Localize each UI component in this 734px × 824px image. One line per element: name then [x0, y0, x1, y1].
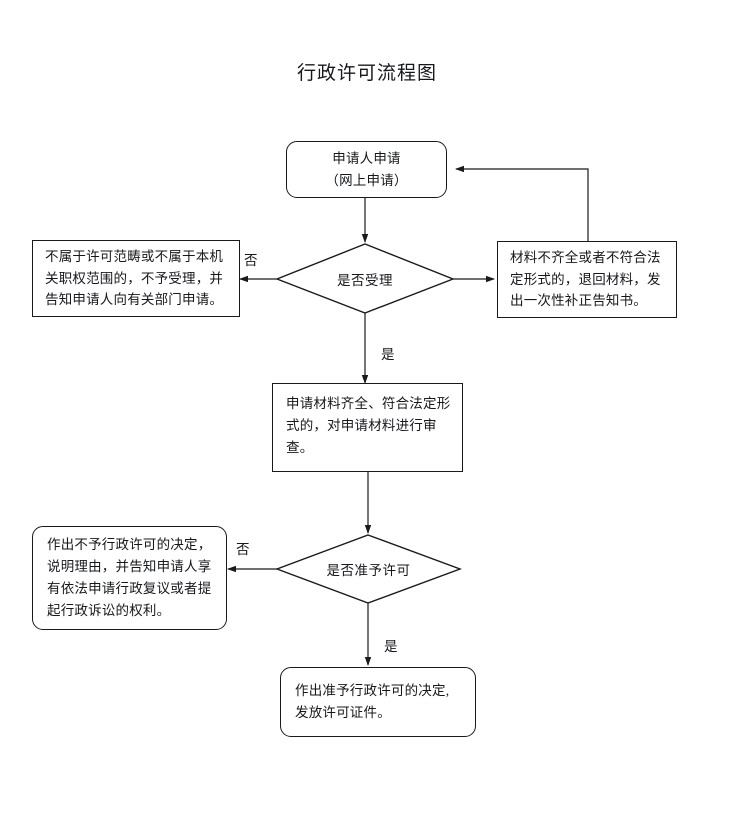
decision-permit: 是否准予许可 — [277, 535, 460, 603]
node-return-materials-text: 材料不齐全或者不符合法定形式的，退回材料，发出一次性补正告知书。 — [510, 249, 661, 309]
node-return-materials: 材料不齐全或者不符合法定形式的，退回材料，发出一次性补正告知书。 — [497, 241, 677, 318]
node-deny-decision: 作出不予行政许可的决定，说明理由，并告知申请人享有依法申请行政复议或者提起行政诉… — [32, 526, 227, 630]
edge-return-to-apply — [455, 165, 589, 241]
node-reject-out-of-scope: 不属于许可范畴或不属于本机关职权范围的，不予受理，并告知申请人向有关部门申请。 — [32, 240, 240, 317]
edge-label-permit-no: 否 — [236, 542, 250, 557]
edge-label-accept-no: 否 — [244, 253, 258, 268]
diamond-permit-shape — [274, 534, 463, 604]
decision-permit-label: 是否准予许可 — [326, 563, 411, 578]
edge-label-accept-yes: 是 — [381, 347, 395, 362]
node-reject-out-of-scope-text: 不属于许可范畴或不属于本机关职权范围的，不予受理，并告知申请人向有关部门申请。 — [45, 248, 224, 308]
node-applicant-apply-text: 申请人申请 （网上申请） — [287, 148, 446, 192]
node-applicant-apply-line1: 申请人申请 — [332, 150, 401, 166]
diamond-accept-shape — [275, 243, 455, 314]
decision-accept: 是否受理 — [277, 244, 453, 313]
decision-accept-label: 是否受理 — [337, 272, 393, 288]
node-review-materials: 申请材料齐全、符合法定形式的，对申请材料进行审查。 — [272, 383, 463, 472]
node-review-materials-text: 申请材料齐全、符合法定形式的，对申请材料进行审查。 — [286, 396, 451, 455]
page-title: 行政许可流程图 — [296, 63, 437, 84]
node-applicant-apply-line2: （网上申请） — [325, 172, 408, 188]
edge-label-permit-yes: 是 — [384, 639, 398, 654]
node-deny-decision-text: 作出不予行政许可的决定，说明理由，并告知申请人享有依法申请行政复议或者提起行政诉… — [47, 537, 212, 618]
node-grant-decision-text: 作出准予行政许可的决定, 发放许可证件。 — [295, 683, 450, 720]
node-applicant-apply: 申请人申请 （网上申请） — [286, 141, 447, 198]
node-grant-decision: 作出准予行政许可的决定, 发放许可证件。 — [280, 667, 476, 737]
